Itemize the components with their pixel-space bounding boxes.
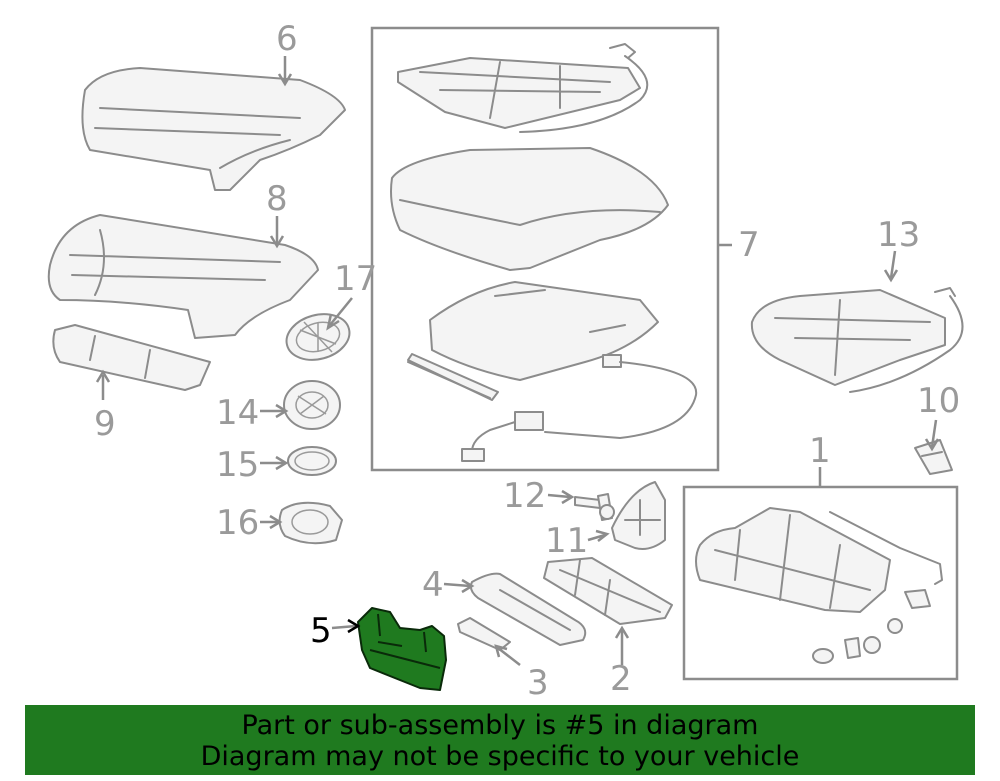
part-14-speaker[interactable]	[283, 380, 341, 430]
highlight-banner: Part or sub-assembly is #5 in diagram Di…	[25, 705, 975, 775]
part-4-trim[interactable]	[469, 572, 587, 646]
part-12-bolt[interactable]	[574, 493, 615, 521]
part-2-rail[interactable]	[543, 557, 673, 625]
banner-line-1: Part or sub-assembly is #5 in diagram	[241, 710, 759, 741]
callout-9: 9	[94, 404, 116, 444]
part-16-housing[interactable]	[278, 501, 343, 545]
part-3-bracket[interactable]	[457, 617, 511, 651]
callout-2: 2	[610, 659, 632, 699]
callout-13: 13	[877, 215, 920, 255]
callout-17: 17	[334, 259, 377, 299]
callout-15: 15	[216, 445, 259, 485]
callout-3: 3	[527, 663, 549, 703]
callout-14: 14	[216, 393, 259, 433]
banner-line-2: Diagram may not be specific to your vehi…	[200, 741, 800, 772]
part-11-cover[interactable]	[611, 481, 666, 550]
callout-12: 12	[503, 476, 546, 516]
callout-5: 5	[310, 611, 332, 651]
part-7-assembly[interactable]	[390, 43, 698, 462]
part-8-cushion-pad[interactable]	[47, 214, 319, 339]
part-1-seat-frame[interactable]	[695, 507, 943, 664]
callout-11: 11	[545, 521, 588, 561]
callout-10: 10	[917, 381, 960, 421]
callout-7: 7	[738, 225, 760, 265]
leader-lines	[95, 56, 940, 666]
callout-4: 4	[422, 565, 444, 605]
part-13-heater-mat[interactable]	[750, 287, 964, 393]
group-box-7	[370, 26, 720, 472]
callout-1: 1	[809, 431, 831, 471]
parts-diagram: 6 8 9 17 14 15 16 7 13 10 1 12 11 4 5 3 …	[47, 19, 964, 703]
part-5-switch-housing[interactable]	[357, 607, 447, 691]
callout-6: 6	[276, 19, 298, 59]
part-15-ring[interactable]	[287, 446, 337, 476]
callout-16: 16	[216, 503, 259, 543]
part-6-cushion-cover[interactable]	[81, 67, 346, 191]
callout-8: 8	[266, 179, 288, 219]
part-9-bolster[interactable]	[52, 324, 211, 391]
part-17-grille[interactable]	[281, 307, 354, 366]
